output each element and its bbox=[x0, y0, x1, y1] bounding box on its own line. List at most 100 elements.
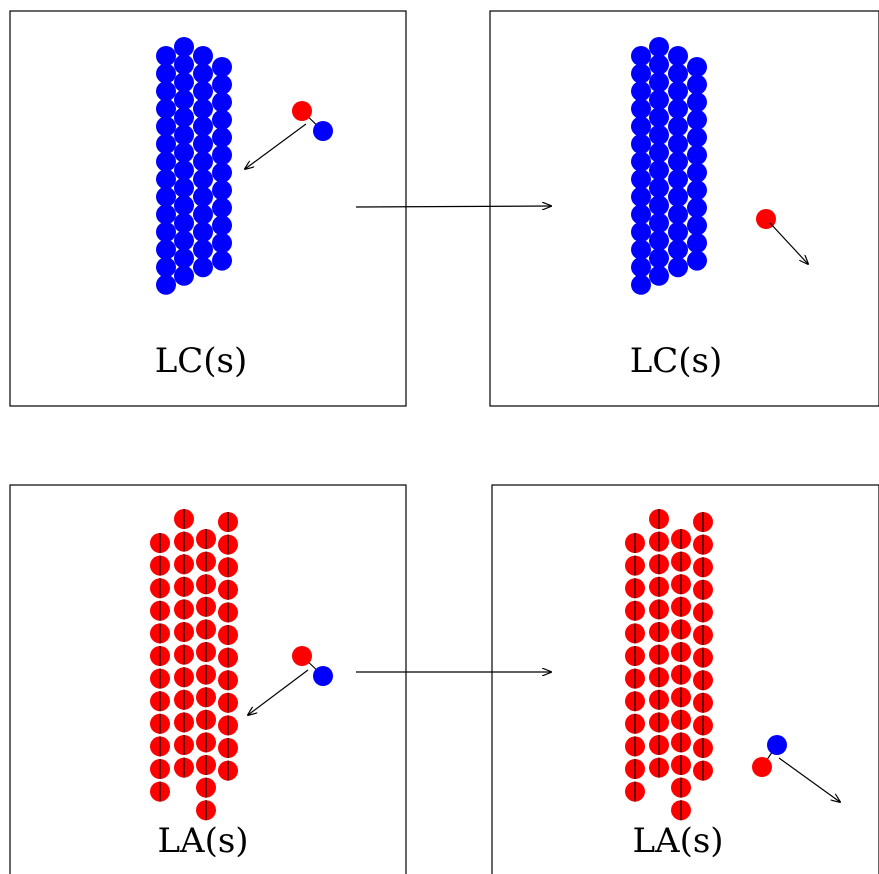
approach-arrow-lower bbox=[248, 669, 309, 715]
anion-lattice-la-after bbox=[625, 509, 713, 821]
cation-atom bbox=[649, 213, 669, 233]
cation-atom bbox=[668, 98, 688, 119]
cation-atom bbox=[668, 169, 688, 190]
cation-atom bbox=[687, 109, 707, 130]
cation-lattice-lc-after bbox=[631, 37, 707, 295]
cation-atom bbox=[212, 57, 232, 77]
cation-atom bbox=[156, 239, 176, 260]
cation-atom bbox=[156, 257, 176, 278]
cation-atom bbox=[687, 145, 707, 165]
cation-atom bbox=[687, 215, 707, 236]
cation-atom bbox=[212, 233, 232, 253]
cation-atom bbox=[212, 145, 232, 165]
cation-atom bbox=[767, 735, 787, 755]
cation-atom bbox=[631, 169, 651, 190]
cation-atom bbox=[649, 195, 669, 216]
panel-label-lc-before: LC(s) bbox=[155, 341, 248, 381]
cation-atom bbox=[649, 54, 669, 75]
cation-atom bbox=[156, 274, 176, 295]
cation-atom bbox=[156, 81, 176, 102]
cation-atom bbox=[668, 151, 688, 172]
cation-atom bbox=[649, 265, 669, 286]
cation-atom bbox=[668, 204, 688, 225]
cation-atom bbox=[313, 666, 333, 686]
cation-atom bbox=[174, 160, 194, 181]
cation-atom bbox=[687, 127, 707, 148]
cation-atom bbox=[156, 222, 176, 242]
cation-atom bbox=[649, 160, 669, 181]
cation-atom bbox=[174, 265, 194, 286]
cation-atom bbox=[174, 72, 194, 93]
cation-atom bbox=[156, 204, 176, 225]
cation-atom bbox=[631, 116, 651, 137]
cation-atom bbox=[687, 74, 707, 95]
cation-atom bbox=[668, 63, 688, 84]
cation-atom bbox=[193, 222, 213, 242]
cation-atom bbox=[193, 116, 213, 137]
cation-atom bbox=[212, 109, 232, 130]
cation-atom bbox=[174, 107, 194, 128]
cation-atom bbox=[313, 121, 333, 141]
cation-atom bbox=[631, 222, 651, 242]
cation-atom bbox=[668, 116, 688, 137]
cation-atom bbox=[156, 116, 176, 137]
cation-atom bbox=[631, 46, 651, 66]
cation-atom bbox=[649, 89, 669, 110]
cation-atom bbox=[193, 81, 213, 102]
cation-atom bbox=[212, 215, 232, 236]
cation-atom bbox=[174, 125, 194, 145]
ion-pair-approaching-lower bbox=[292, 646, 333, 686]
cation-atom bbox=[687, 250, 707, 271]
ion-pair-departing bbox=[752, 735, 787, 777]
cation-atom bbox=[212, 180, 232, 201]
cation-atom bbox=[649, 72, 669, 93]
approach-arrow bbox=[245, 123, 307, 169]
cation-atom bbox=[668, 46, 688, 66]
transition-arrow-top bbox=[355, 206, 551, 207]
cation-atom bbox=[156, 134, 176, 154]
ion-pair-approaching bbox=[292, 101, 333, 141]
cation-atom bbox=[687, 233, 707, 253]
cation-atom bbox=[193, 151, 213, 172]
cation-atom bbox=[193, 257, 213, 278]
cation-atom bbox=[212, 74, 232, 95]
cation-atom bbox=[174, 177, 194, 198]
anion-atom bbox=[292, 101, 312, 121]
cation-atom bbox=[212, 162, 232, 183]
cation-atom bbox=[687, 197, 707, 218]
cation-atom bbox=[193, 46, 213, 66]
cation-atom bbox=[174, 248, 194, 269]
cation-atom bbox=[649, 37, 669, 57]
cation-atom bbox=[156, 98, 176, 119]
departure-arrow-lower bbox=[778, 757, 840, 802]
cation-atom bbox=[649, 125, 669, 145]
cation-atom bbox=[687, 162, 707, 183]
cation-atom bbox=[631, 186, 651, 207]
cation-atom bbox=[668, 186, 688, 207]
cation-atom bbox=[174, 195, 194, 216]
cation-atom bbox=[668, 81, 688, 102]
cation-atom bbox=[649, 142, 669, 163]
cation-atom bbox=[212, 92, 232, 113]
cation-atom bbox=[668, 239, 688, 260]
anion-atom bbox=[752, 757, 772, 777]
cation-atom bbox=[631, 63, 651, 84]
cation-atom bbox=[193, 134, 213, 154]
cation-atom bbox=[212, 250, 232, 271]
cation-atom bbox=[193, 239, 213, 260]
cation-atom bbox=[193, 63, 213, 84]
panel-label-la-after: LA(s) bbox=[632, 821, 723, 861]
cation-atom bbox=[649, 248, 669, 269]
cation-atom bbox=[668, 134, 688, 154]
cation-atom bbox=[649, 177, 669, 198]
cation-atom bbox=[174, 37, 194, 57]
cation-atom bbox=[687, 57, 707, 77]
cation-atom bbox=[156, 63, 176, 84]
cation-atom bbox=[631, 274, 651, 295]
cation-atom bbox=[212, 127, 232, 148]
departure-arrow bbox=[769, 222, 808, 264]
cation-atom bbox=[212, 197, 232, 218]
cation-atom bbox=[156, 151, 176, 172]
cation-atom bbox=[193, 169, 213, 190]
